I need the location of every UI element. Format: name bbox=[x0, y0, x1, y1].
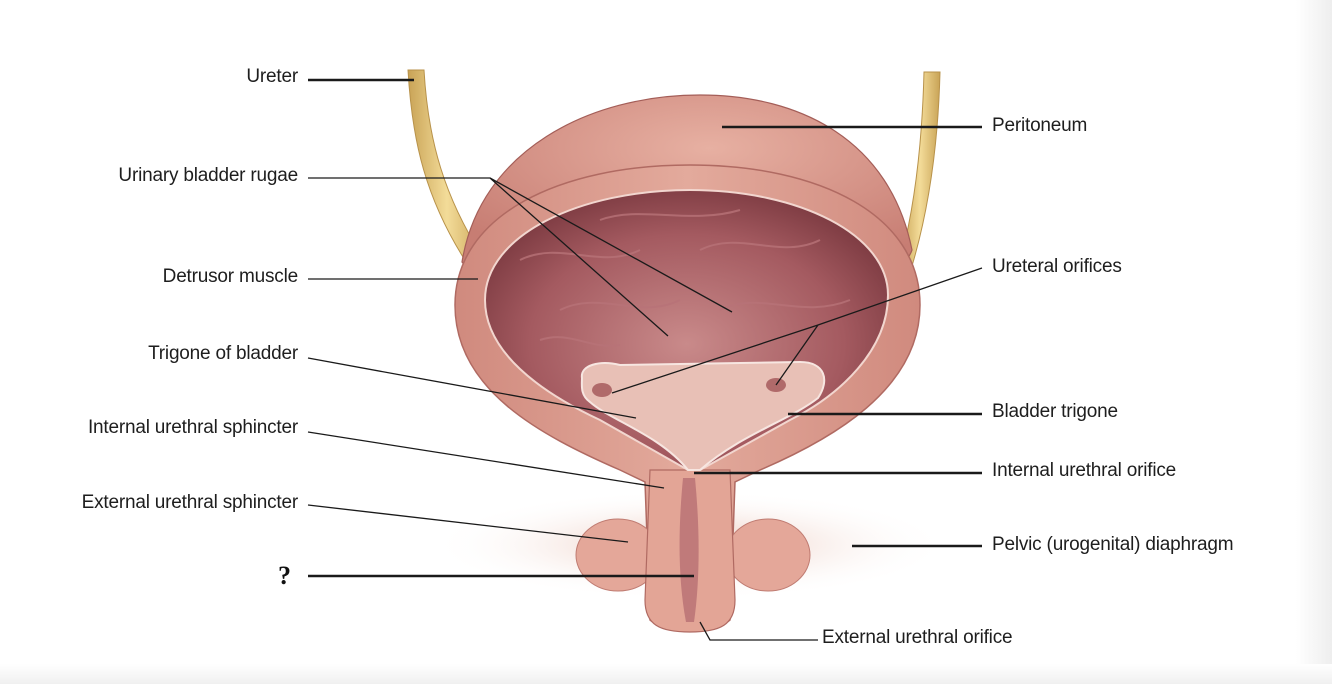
label-peritoneum: Peritoneum bbox=[992, 115, 1088, 136]
rugae-folds bbox=[519, 209, 851, 347]
leader-external-orifice bbox=[699, 621, 818, 641]
label-pelvic-diaphragm: Pelvic (urogenital) diaphragm bbox=[992, 534, 1234, 555]
trigone-shape bbox=[580, 360, 826, 471]
label-internal-orifice: Internal urethral orifice bbox=[992, 460, 1177, 481]
right-edge-shadow bbox=[1296, 0, 1332, 684]
label-bladder-trigone: Bladder trigone bbox=[992, 401, 1118, 422]
label-ureteral-orifices: Ureteral orifices bbox=[992, 256, 1122, 277]
label-unknown: ? bbox=[278, 561, 291, 590]
leader-trigone-left bbox=[307, 357, 637, 419]
bottom-edge-shadow bbox=[0, 664, 1332, 684]
leader-external-sphincter bbox=[307, 504, 629, 543]
pelvic-lobe-right bbox=[725, 518, 811, 592]
leader-lines bbox=[307, 78, 983, 641]
label-external-sphincter: External urethral sphincter bbox=[81, 492, 299, 513]
urethra-lumen bbox=[679, 478, 699, 622]
label-trigone-of-bladder: Trigone of bladder bbox=[148, 343, 298, 364]
label-detrusor: Detrusor muscle bbox=[162, 266, 299, 287]
label-rugae: Urinary bladder rugae bbox=[118, 165, 298, 186]
left-ureteral-orifice bbox=[592, 383, 612, 397]
label-external-orifice: External urethral orifice bbox=[822, 627, 1013, 648]
leader-rugae bbox=[308, 177, 733, 337]
leader-ureteral-orifices bbox=[611, 267, 983, 394]
label-ureter: Ureter bbox=[246, 66, 298, 87]
label-internal-sphincter: Internal urethral sphincter bbox=[87, 417, 298, 438]
leader-internal-sphincter bbox=[307, 431, 665, 489]
